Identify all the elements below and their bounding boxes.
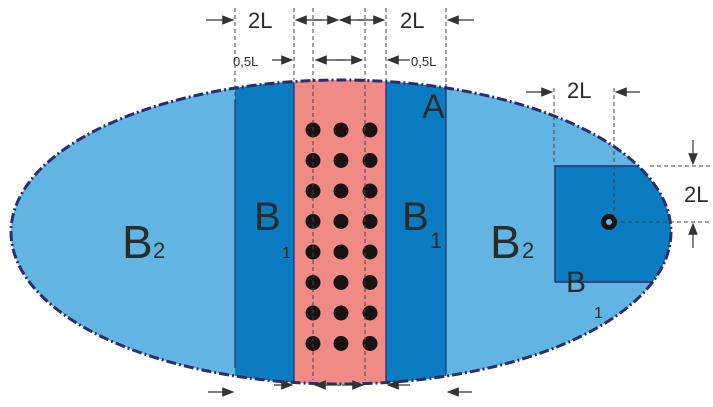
dot-marker (333, 214, 349, 229)
square-b1-subscript: 1 (594, 305, 603, 322)
zone-b2-left-subscript: 2 (153, 238, 165, 263)
dot-marker (333, 244, 349, 260)
dot-marker (333, 122, 349, 138)
zone-b1-left-subscript: 1 (282, 245, 291, 262)
dot-marker (305, 153, 321, 168)
dot-marker (362, 305, 378, 321)
dim-half-l-right: 0,5L (411, 54, 436, 69)
dot-marker (333, 183, 349, 199)
zone-b2-right-subscript: 2 (522, 238, 534, 263)
zone-b1-left-label: B (254, 195, 281, 239)
bottom-arrows (208, 380, 472, 397)
dot-marker (333, 305, 349, 321)
dim-2l-right: 2L (400, 8, 424, 33)
dot-marker (333, 153, 349, 168)
point-source-inner (606, 219, 612, 225)
zone-b1-right-subscript: 1 (430, 228, 442, 253)
top-arrows (206, 15, 698, 248)
dot-marker (362, 153, 378, 168)
dot-marker (362, 183, 378, 199)
dim-2l-square-side: 2L (684, 182, 708, 207)
dot-marker (362, 122, 378, 138)
dim-2l-left: 2L (248, 8, 272, 33)
dot-marker (362, 214, 378, 229)
dot-grid (305, 122, 378, 351)
square-b1-label: B (566, 266, 586, 299)
dot-marker (333, 336, 349, 351)
dot-marker (333, 275, 349, 290)
dim-half-l-left: 0,5L (233, 54, 258, 69)
dot-marker (362, 336, 378, 351)
top-dimension-lines (234, 8, 710, 380)
zone-b2-right-label: B (490, 216, 521, 268)
zone-a-label: A (422, 88, 445, 126)
zone-b1-left-band (235, 80, 294, 384)
dot-marker (362, 275, 378, 290)
dot-marker (362, 244, 378, 260)
zone-b2-left-label: B (122, 216, 153, 268)
zone-b1-right-band (386, 80, 446, 384)
zone-b1-right-label: B (402, 195, 429, 239)
dot-marker (305, 336, 321, 351)
dot-marker (305, 244, 321, 260)
dim-2l-square-top: 2L (567, 78, 591, 103)
zone-outline (9, 78, 673, 386)
